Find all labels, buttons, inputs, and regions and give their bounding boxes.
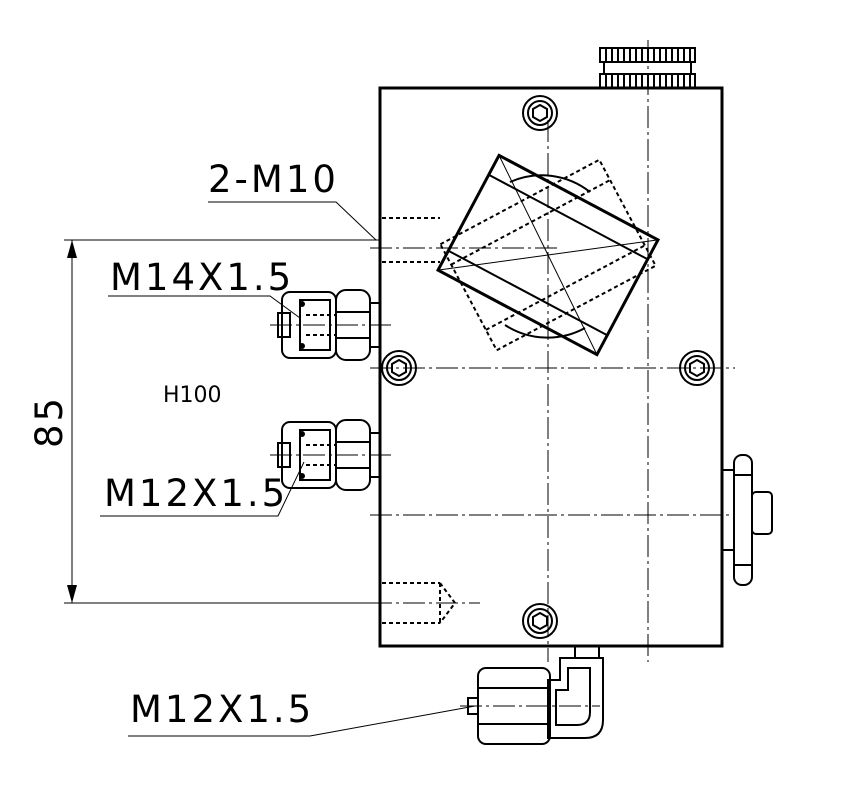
label-h100: H100 [163, 383, 222, 408]
top-knurled-knob [599, 47, 696, 89]
dimension-85 [64, 239, 380, 604]
label-m14x1-5: M14X1.5 [110, 256, 294, 299]
hidden-bores-left [382, 217, 457, 624]
right-side-fitting [721, 454, 773, 586]
bottom-elbow-fitting [460, 645, 604, 745]
screw-bottom [522, 603, 558, 639]
m14-fitting [270, 289, 395, 361]
m12-side-fitting [270, 419, 395, 491]
dimension-85-label: 85 [28, 395, 71, 448]
cartridge-arc [509, 174, 591, 193]
rotated-cartridge-hidden [439, 158, 657, 352]
label-2-m10: 2-M10 [208, 158, 339, 201]
centerlines [370, 40, 735, 662]
screw-top [522, 95, 558, 131]
screw-right [679, 350, 715, 386]
leader-lines [100, 201, 476, 737]
label-m12x1-5-bottom: M12X1.5 [130, 688, 314, 731]
valve-block-body [378, 86, 724, 648]
screw-left [381, 350, 417, 386]
label-m12x1-5-side: M12X1.5 [104, 472, 288, 515]
